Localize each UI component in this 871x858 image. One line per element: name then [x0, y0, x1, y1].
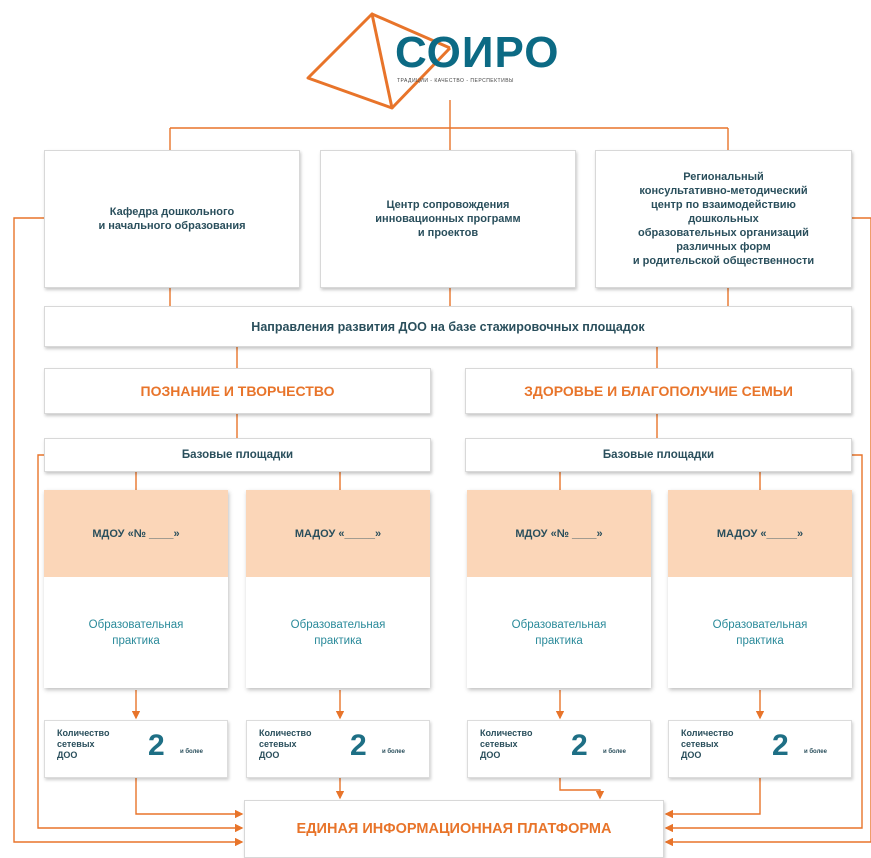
site-name: МДОУ «№ ____» [44, 490, 228, 577]
directions-bar: Направления развития ДОО на базе стажиро… [44, 306, 852, 347]
department-box-kafedra: Кафедра дошкольного и начального образов… [44, 150, 300, 288]
logo-tagline: ТРАДИЦИИ - КАЧЕСТВО - ПЕРСПЕКТИВЫ [397, 78, 514, 84]
count-label: Количество сетевых ДОО [57, 728, 110, 760]
site-card: МДОУ «№ ____» Образовательная практика [467, 490, 651, 688]
site-practice: Образовательная практика [511, 618, 607, 647]
base-sites-bar-left: Базовые площадки [44, 438, 431, 472]
site-practice: Образовательная практика [290, 618, 386, 647]
information-platform: ЕДИНАЯ ИНФОРМАЦИОННАЯ ПЛАТФОРМА [244, 800, 664, 858]
site-name: МАДОУ «_____» [246, 490, 430, 577]
base-sites-bar-right: Базовые площадки [465, 438, 852, 472]
direction-title-left: ПОЗНАНИЕ И ТВОРЧЕСТВО [44, 368, 431, 414]
site-name: МДОУ «№ ____» [467, 490, 651, 577]
count-label: Количество сетевых ДОО [259, 728, 312, 760]
count-value: 2 [148, 729, 165, 762]
count-label: Количество сетевых ДОО [681, 728, 734, 760]
network-count-box: Количество сетевых ДОО 2 и более [44, 720, 228, 778]
network-count-box: Количество сетевых ДОО 2 и более [467, 720, 651, 778]
count-value: 2 [772, 729, 789, 762]
count-suffix: и более [382, 749, 405, 755]
count-label: Количество сетевых ДОО [480, 728, 533, 760]
network-count-box: Количество сетевых ДОО 2 и более [668, 720, 852, 778]
site-card: МДОУ «№ ____» Образовательная практика [44, 490, 228, 688]
count-suffix: и более [804, 749, 827, 755]
count-suffix: и более [603, 749, 626, 755]
site-card: МАДОУ «_____» Образовательная практика [246, 490, 430, 688]
direction-title-right: ЗДОРОВЬЕ И БЛАГОПОЛУЧИЕ СЕМЬИ [465, 368, 852, 414]
department-box-center: Центр сопровождения инновационных програ… [320, 150, 576, 288]
count-value: 2 [571, 729, 588, 762]
count-value: 2 [350, 729, 367, 762]
count-suffix: и более [180, 749, 203, 755]
department-box-regional: Региональный консультативно-методический… [595, 150, 852, 288]
site-practice: Образовательная практика [88, 618, 184, 647]
logo-name: СОИРО [395, 28, 560, 77]
site-name: МАДОУ «_____» [668, 490, 852, 577]
site-practice: Образовательная практика [712, 618, 808, 647]
site-card: МАДОУ «_____» Образовательная практика [668, 490, 852, 688]
pyramid-logo-icon [306, 12, 452, 110]
network-count-box: Количество сетевых ДОО 2 и более [246, 720, 430, 778]
